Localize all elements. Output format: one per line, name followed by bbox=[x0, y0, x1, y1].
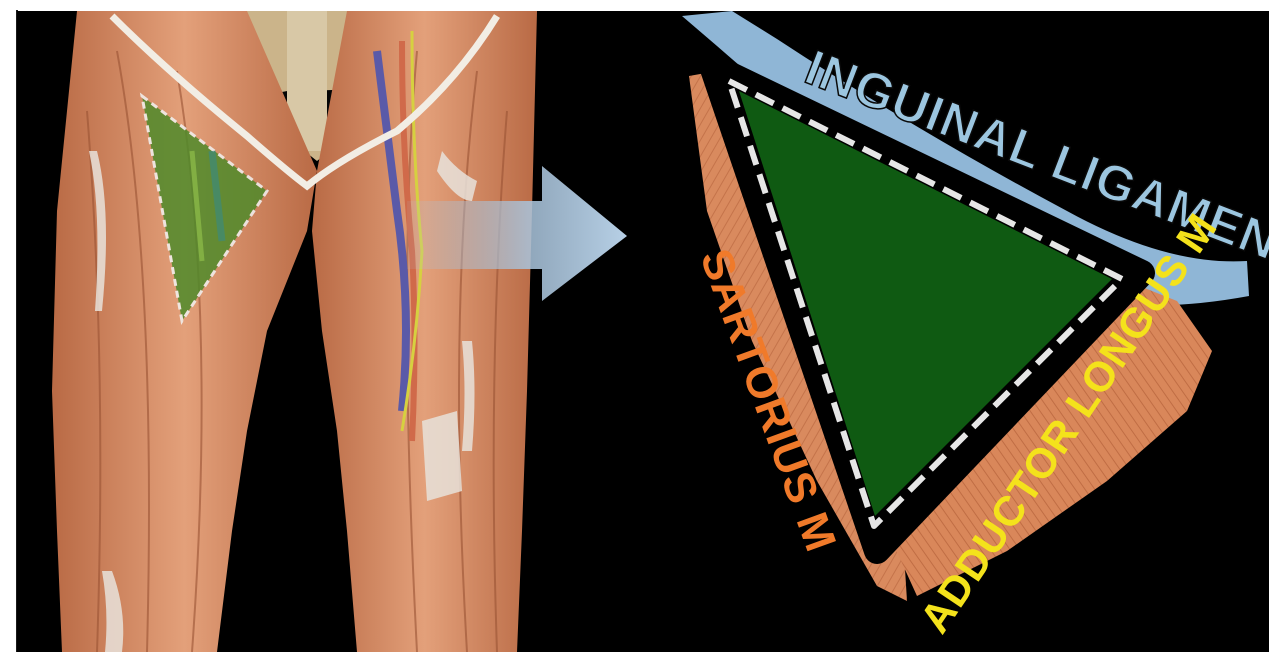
diagram-frame: INGUINAL LIGAMENT SARTORIUS M ADDUCTOR L… bbox=[17, 11, 1269, 652]
femoral-triangle-diagram: INGUINAL LIGAMENT SARTORIUS M ADDUCTOR L… bbox=[17, 11, 1269, 652]
schematic: INGUINAL LIGAMENT SARTORIUS M ADDUCTOR L… bbox=[682, 11, 1269, 641]
right-thigh bbox=[52, 11, 317, 652]
anatomy-illustration bbox=[52, 11, 537, 652]
